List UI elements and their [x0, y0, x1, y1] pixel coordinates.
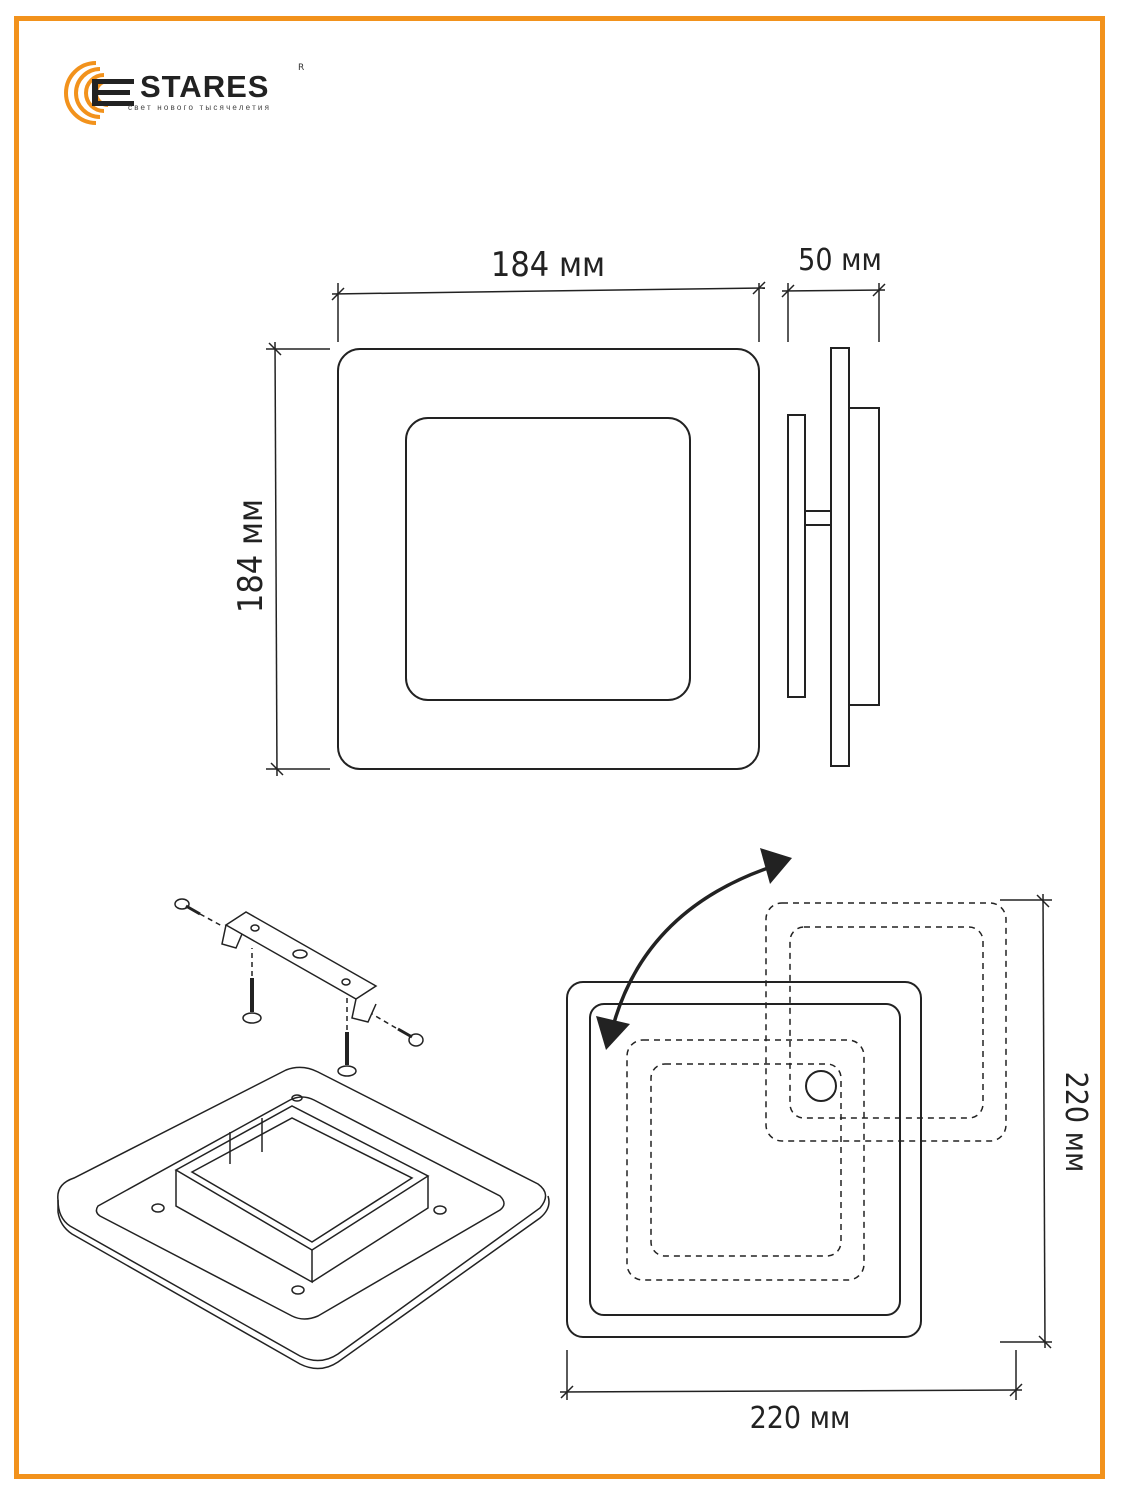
screw-icon — [242, 948, 262, 1024]
side-front-panel — [787, 414, 806, 698]
side-base-plate — [830, 347, 850, 767]
mount-width-label: 220 мм — [750, 1401, 851, 1436]
front-view — [337, 348, 760, 770]
mounting-bracket-icon — [221, 911, 378, 1023]
brand-e-icon — [64, 61, 134, 125]
mount-outer-frame — [566, 981, 922, 1338]
side-depth-label: 50 мм — [798, 243, 882, 278]
inner-panel — [405, 417, 691, 701]
front-height-dimension — [266, 341, 330, 777]
mount-diagram — [566, 902, 1007, 1338]
inner-panel-dashed-inner — [650, 1063, 842, 1257]
double-arrow-icon — [596, 848, 792, 1050]
exploded-view — [57, 898, 550, 1370]
side-view — [787, 347, 880, 767]
brand-tagline: свет нового тысячелетия — [128, 103, 272, 112]
front-height-label: 184 мм — [231, 499, 271, 613]
screw-icon — [371, 1013, 424, 1047]
mount-inner-frame — [589, 1003, 901, 1316]
brand-logo: STARES R свет нового тысячелетия — [52, 55, 322, 130]
rotated-inner-frame — [789, 926, 984, 1119]
side-mount-box — [848, 407, 880, 706]
mount-height-dimension — [1000, 893, 1052, 1349]
outer-frame — [337, 348, 760, 770]
brand-name: STARES — [140, 69, 270, 104]
page-border — [14, 16, 1105, 1479]
side-connector — [804, 510, 832, 526]
front-width-label: 184 мм — [491, 245, 605, 285]
side-depth-dimension — [781, 283, 886, 342]
mount-height-label: 220 мм — [1058, 1072, 1093, 1173]
registered-mark: R — [298, 63, 305, 73]
screw-icon — [174, 898, 223, 927]
base-plate-icon — [57, 1066, 550, 1370]
rotated-outer-frame — [765, 902, 1007, 1142]
screw-icon — [337, 990, 357, 1077]
pivot-point — [805, 1070, 837, 1102]
mount-width-dimension — [559, 1350, 1023, 1400]
inner-panel-dashed — [626, 1039, 865, 1281]
front-width-dimension — [331, 281, 766, 342]
